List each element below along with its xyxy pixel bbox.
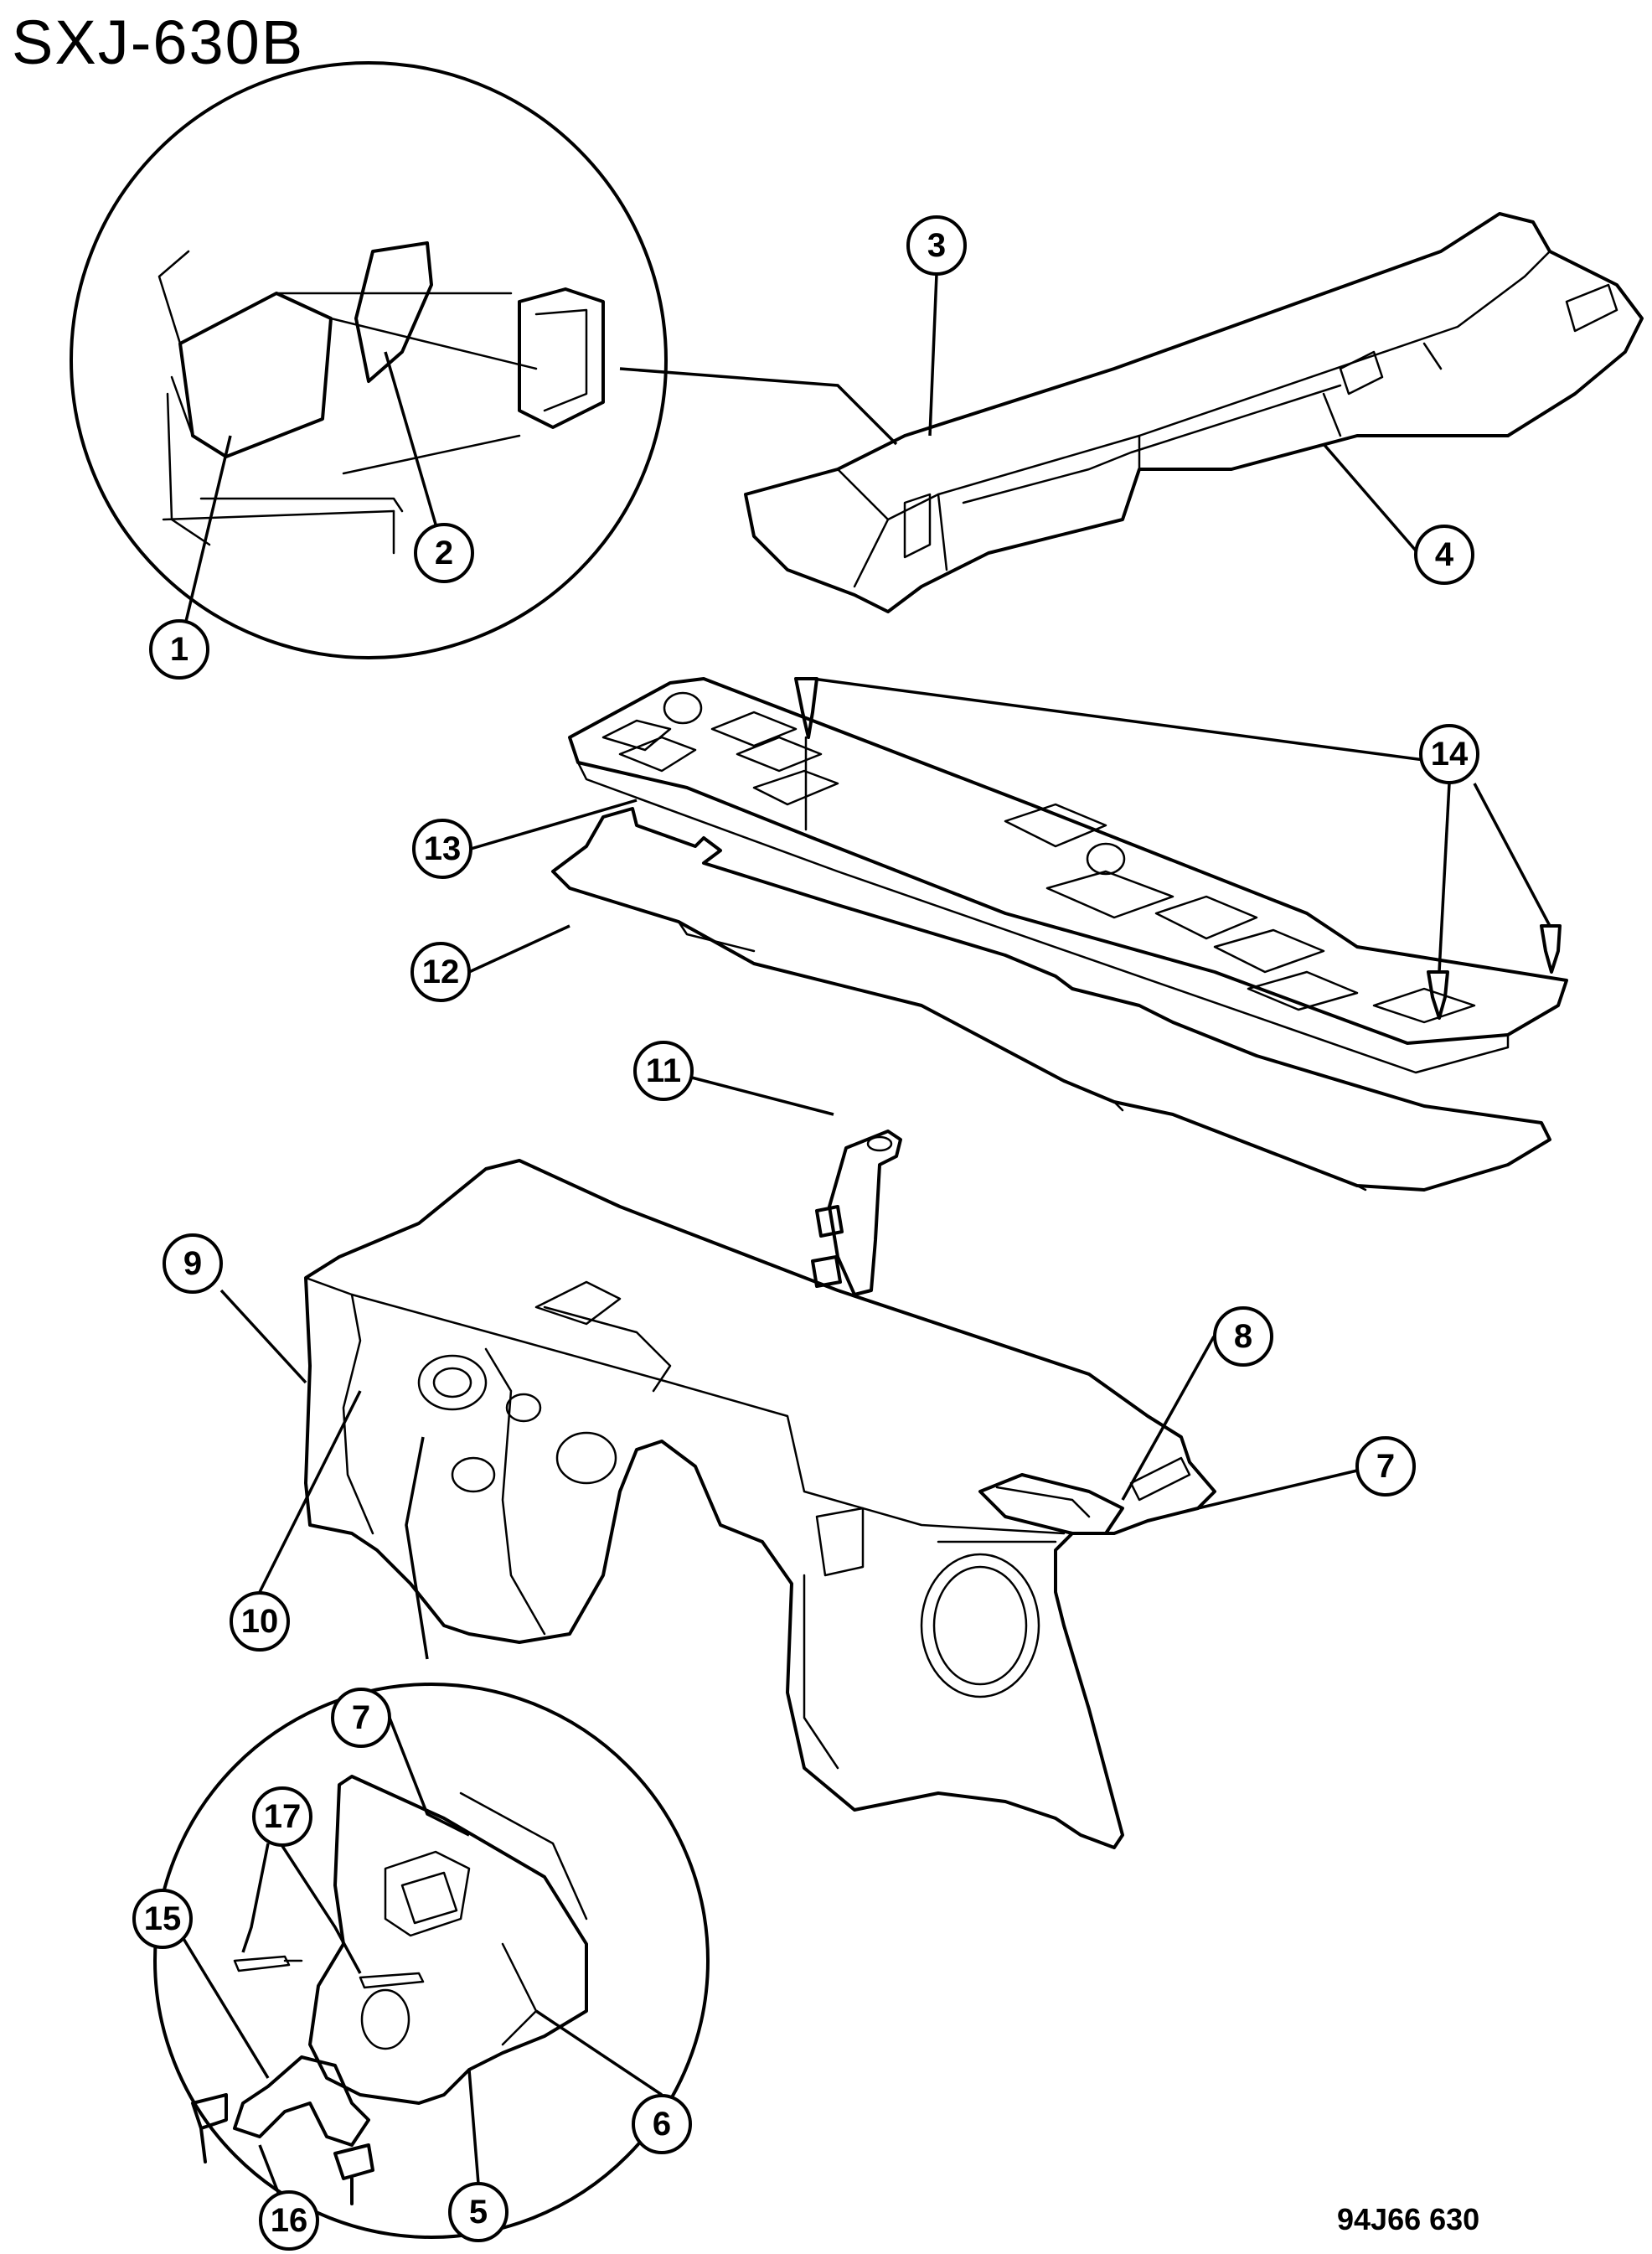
callout-2: 2 bbox=[414, 523, 474, 583]
callout-13: 13 bbox=[412, 819, 472, 879]
svg-text:13: 13 bbox=[424, 830, 462, 867]
svg-text:2: 2 bbox=[435, 535, 453, 571]
svg-text:10: 10 bbox=[241, 1603, 279, 1640]
upper-cowl-panel bbox=[744, 212, 1644, 613]
callout-1: 1 bbox=[149, 619, 209, 680]
svg-text:1: 1 bbox=[170, 631, 188, 668]
reference-code: 94J66 630 bbox=[1337, 2202, 1480, 2236]
svg-text:17: 17 bbox=[264, 1798, 302, 1835]
callout-9: 9 bbox=[163, 1233, 223, 1294]
callout-8: 8 bbox=[1213, 1306, 1273, 1367]
callout-16: 16 bbox=[259, 2190, 319, 2251]
callout-17: 17 bbox=[252, 1786, 312, 1847]
detail-circle-top bbox=[70, 61, 668, 659]
detail-circle-bottom bbox=[153, 1683, 710, 2239]
svg-text:6: 6 bbox=[653, 2106, 671, 2143]
svg-text:16: 16 bbox=[271, 2202, 308, 2239]
cowl-grille-panel bbox=[568, 677, 1568, 1074]
callout-6: 6 bbox=[632, 2094, 692, 2154]
callout-4: 4 bbox=[1414, 525, 1474, 585]
callout-3: 3 bbox=[906, 215, 967, 276]
callout-10: 10 bbox=[230, 1591, 290, 1652]
callouts: 1 2 3 4 5 6 7 7 8 9 10 11 12 13 14 15 16… bbox=[132, 215, 1479, 2251]
callout-14: 14 bbox=[1419, 724, 1479, 784]
svg-text:7: 7 bbox=[1376, 1448, 1395, 1485]
plenum-seal bbox=[551, 807, 1551, 1192]
callout-15: 15 bbox=[132, 1889, 193, 1949]
cowl-brace bbox=[811, 1130, 902, 1296]
svg-text:8: 8 bbox=[1234, 1318, 1252, 1355]
callout-7-detail: 7 bbox=[331, 1688, 391, 1748]
svg-text:5: 5 bbox=[469, 2194, 488, 2231]
diagram-id: SXJ-630B bbox=[12, 8, 305, 77]
callout-7: 7 bbox=[1355, 1436, 1416, 1497]
callout-11: 11 bbox=[633, 1041, 694, 1101]
dash-panel bbox=[304, 1159, 1216, 1849]
svg-text:4: 4 bbox=[1435, 536, 1454, 573]
svg-text:15: 15 bbox=[144, 1900, 182, 1937]
svg-text:9: 9 bbox=[183, 1245, 202, 1282]
svg-text:12: 12 bbox=[422, 954, 460, 990]
svg-text:3: 3 bbox=[927, 227, 946, 264]
svg-text:11: 11 bbox=[646, 1052, 681, 1089]
svg-text:7: 7 bbox=[352, 1699, 370, 1736]
callout-5: 5 bbox=[448, 2182, 509, 2242]
svg-text:14: 14 bbox=[1431, 736, 1469, 773]
callout-12: 12 bbox=[410, 942, 471, 1002]
